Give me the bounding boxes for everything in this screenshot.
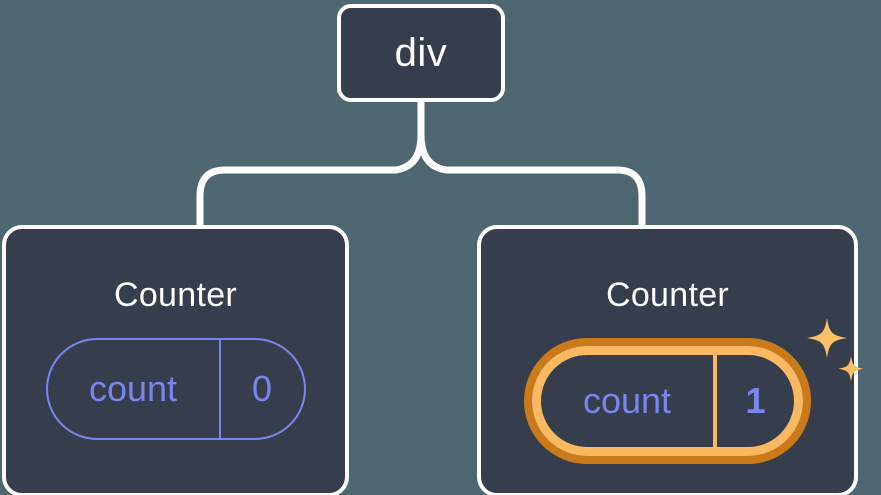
node-div-label: div: [394, 31, 448, 75]
state-pill-left[interactable]: count 0: [45, 338, 306, 440]
edge-to-counter-left: [196, 131, 425, 229]
sparkle-large-icon: [807, 318, 847, 358]
state-value-left: 0: [218, 340, 304, 438]
sparkle-group: [807, 318, 864, 382]
state-value-right: 1: [713, 355, 794, 447]
node-counter-left-label: Counter: [113, 276, 238, 314]
state-key-left: count: [88, 368, 178, 409]
node-counter-left[interactable]: Counter count 0: [2, 225, 349, 495]
state-key-right: count: [582, 380, 672, 421]
sparkle-small-icon: [838, 356, 864, 382]
node-counter-right-label: Counter: [605, 276, 730, 314]
edge-to-counter-right: [417, 131, 646, 229]
node-div[interactable]: div: [337, 4, 505, 102]
state-pill-wrap-left: count 0: [45, 338, 306, 440]
state-pill-right-inner-ring: count 1: [532, 346, 803, 456]
state-pill-wrap-right: count 1: [524, 318, 864, 464]
state-pill-right[interactable]: count 1: [524, 338, 811, 464]
node-counter-right[interactable]: Counter count 1: [477, 225, 864, 495]
